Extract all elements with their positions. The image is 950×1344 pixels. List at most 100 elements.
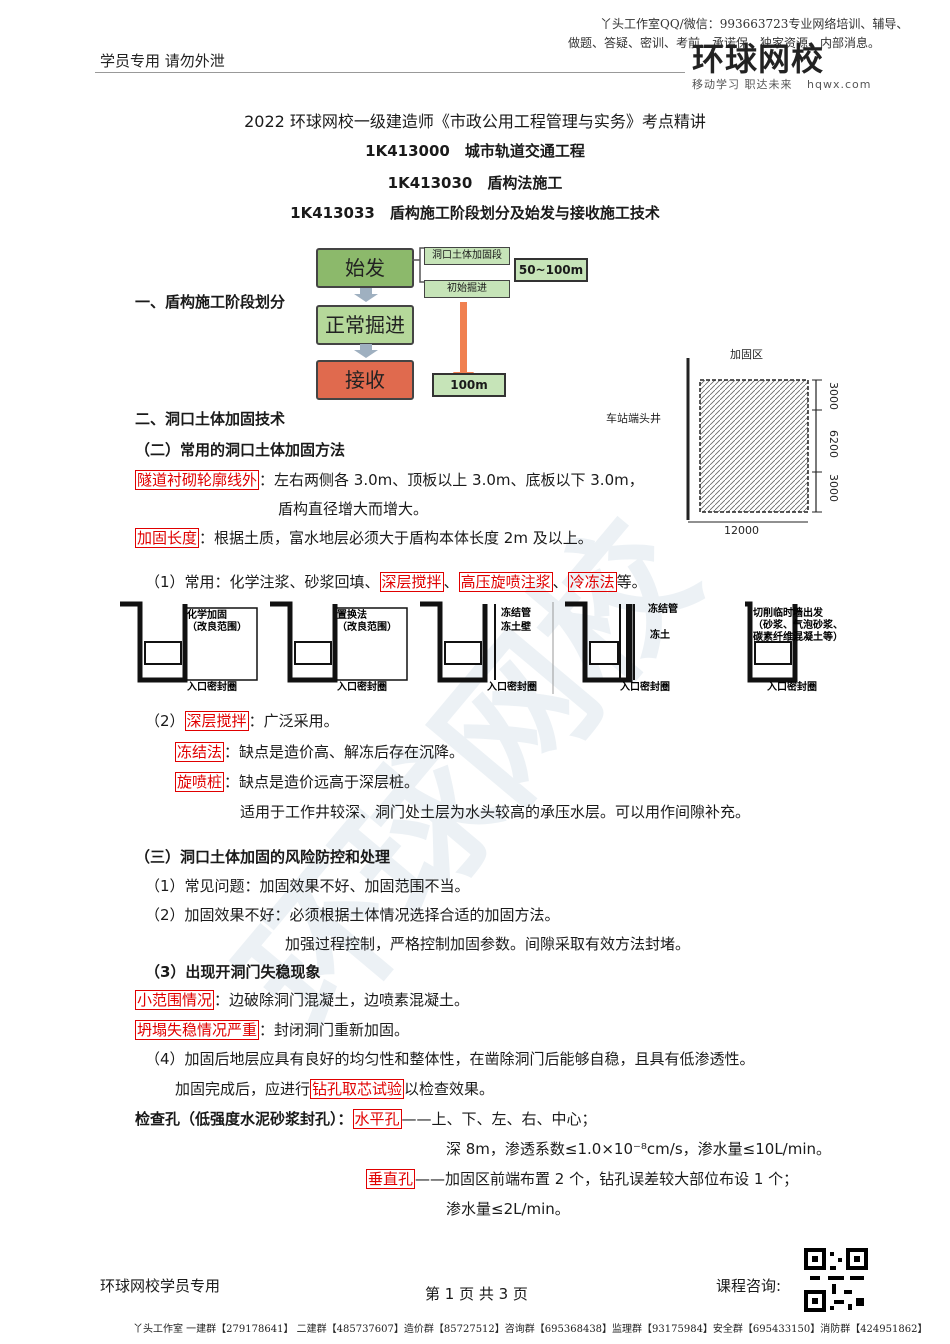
jet-term: 旋喷桩 (175, 772, 225, 792)
method-5-label3: 碳素纤维混凝土等） (753, 630, 843, 643)
method-1-label1: 化学加固 (187, 608, 227, 621)
method-3-seal: 入口密封圈 (487, 680, 537, 693)
dim-mid: 6200 (827, 430, 840, 458)
s3-item1: （1）常见问题：加固效果不好、加固范围不当。 (145, 877, 470, 895)
length-line: 加固长度：根据土质，富水地层必须大于盾构本体长度 2m 及以上。 (135, 527, 593, 549)
method-5-label1: 切削临时墙出发 (753, 606, 824, 619)
scope-term: 隧道衬砌轮廓线外 (135, 470, 260, 490)
small-text: ：边破除洞门混凝土，边喷素混凝土。 (214, 991, 470, 1009)
collapse-text: ：封闭洞门重新加固。 (259, 1021, 410, 1039)
qr-code-icon[interactable] (804, 1248, 868, 1312)
method-5: 切削临时墙出发 （砂浆、气泡砂浆、 碳素纤维混凝土等） 入口密封圈 (745, 601, 843, 693)
method-4-shield (589, 641, 619, 665)
flow-start-box: 始发 (316, 248, 414, 288)
zone-label: 加固区 (730, 348, 763, 361)
method-5-wall (745, 601, 798, 683)
p2-prefix: （2） (145, 712, 185, 730)
dim-top: 3000 (827, 382, 840, 410)
p2-line: （2）深层搅拌：广泛采用。 (145, 710, 339, 732)
freeze-term: 冻结法 (175, 742, 225, 762)
method-1-label2: （改良范围） (187, 620, 247, 633)
section2-subheading: （二）常用的洞口土体加固方法 (135, 441, 346, 459)
method-2-label2: （改良范围） (337, 620, 397, 633)
reinforce-label-box: 洞口土体加固段 (424, 247, 510, 265)
method-4-label2: 冻土 (650, 628, 670, 641)
header-note-line2: 做题、答疑、密训、考前、承诺保、独家资源、内部消息。 (568, 36, 881, 50)
method-4: 冻结管 冻土 入口密封圈 (565, 601, 678, 693)
length-term: 加固长度 (135, 528, 200, 548)
method-3: 冻结管 冻土壁 入口密封圈 (420, 601, 537, 693)
common-sep2: 、 (552, 573, 568, 591)
freeze-line: 冻结法：缺点是造价高、解冻后存在沉降。 (175, 741, 464, 763)
common-prefix: （1）常用：化学注浆、砂浆回填、 (145, 573, 380, 591)
hatched-zone (699, 379, 809, 513)
method-5-seal: 入口密封圈 (767, 680, 817, 693)
initial-label-box: 初始掘进 (424, 280, 510, 298)
horiz-term: 水平孔 (352, 1109, 402, 1129)
logo-url: hqwx.com (807, 78, 872, 91)
reinforce-zone-diagram: 加固区 车站端头井 3000 6200 3000 12000 (606, 348, 840, 537)
method-1: 化学加固 （改良范围） 入口密封圈 (120, 601, 258, 693)
p2-text: ：广泛采用。 (248, 712, 339, 730)
small-line: 小范围情况：边破除洞门混凝土，边喷素混凝土。 (135, 989, 469, 1011)
bracket (412, 247, 424, 283)
method-4-wall (565, 601, 633, 683)
item4b-prefix: 加固完成后，应进行 (175, 1080, 311, 1098)
logo-tagline: 移动学习 职达未来 hqwx.com (692, 76, 871, 92)
method-2-shield (294, 641, 332, 665)
method-4-label1: 冻结管 (648, 602, 678, 615)
vert-line: 垂直孔——加固区前端布置 2 个，钻孔误差较大部位布设 1 个； (366, 1168, 798, 1190)
item4b-term: 钻孔取芯试验 (310, 1079, 405, 1099)
method-1-shield (144, 641, 182, 665)
method-1-seal: 入口密封圈 (187, 680, 237, 693)
vert-term: 垂直孔 (366, 1169, 416, 1189)
header-note-line1: 丫头工作室QQ/微信：993663723专业网络培训、辅导、 (600, 17, 909, 31)
method-2-label1: 置换法 (337, 608, 367, 621)
section3-heading: （三）洞口土体加固的风险防控和处理 (135, 848, 391, 866)
method-3-wall (420, 601, 488, 683)
flow-arrow-1 (354, 288, 378, 302)
method-3-shield (444, 641, 482, 665)
p2-term: 深层搅拌 (184, 711, 249, 731)
method-5-shield (754, 641, 792, 665)
footer-consult: 课程咨询: (716, 1277, 782, 1295)
common-deep-mix: 深层搅拌 (379, 572, 444, 592)
check-line: 检查孔（低强度水泥砂浆封孔）：水平孔——上、下、左、右、中心； (135, 1108, 597, 1130)
jet-text: ：缺点是造价远高于深层桩。 (224, 773, 420, 791)
header-divider (95, 72, 685, 73)
flow-arrow-2 (354, 344, 378, 358)
horiz-text: ——上、下、左、右、中心； (401, 1110, 597, 1128)
method-2-zone (334, 607, 408, 681)
receive-length-box: 100m (432, 373, 506, 397)
method-3-label2: 冻土壁 (501, 620, 531, 633)
dim-bottom: 3000 (827, 474, 840, 502)
range-box: 50~100m (514, 258, 588, 282)
method-3-label1: 冻结管 (501, 606, 531, 619)
method-4-seal: 入口密封圈 (620, 680, 670, 693)
common-sep1: 、 (443, 573, 459, 591)
jet-line: 旋喷桩：缺点是造价远高于深层桩。 (175, 771, 419, 793)
apply-line: 适用于工作井较深、洞门处土层为水头较高的承压水层。可以用作间隙补充。 (240, 803, 751, 821)
s3-item2a: （2）加固效果不好：必须根据土体情况选择合适的加固方法。 (145, 906, 560, 924)
scope-text: ：左右两侧各 3.0m、顶板以上 3.0m、底板以下 3.0m， (259, 471, 644, 489)
section2-heading: 二、洞口土体加固技术 (135, 410, 286, 428)
footer-left: 环球网校学员专用 (100, 1277, 221, 1295)
common-suffix: 等。 (616, 573, 647, 591)
common-freeze: 冷冻法 (567, 572, 617, 592)
vert-text: ——加固区前端布置 2 个，钻孔误差较大部位布设 1 个； (415, 1170, 799, 1188)
bottom-ad-bar: 丫头工作室 一建群【279178641】 二建群【485737607】造价群【8… (133, 1324, 928, 1335)
vert-line2: 渗水量≤2L/min。 (446, 1200, 570, 1218)
method-1-zone (184, 607, 258, 681)
collapse-term: 坍塌失稳情况严重 (135, 1020, 260, 1040)
header-confidential: 学员专用 请勿外泄 (100, 52, 225, 70)
footer-page: 第 1 页 共 3 页 (425, 1285, 528, 1303)
collapse-line: 坍塌失稳情况严重：封闭洞门重新加固。 (135, 1019, 409, 1041)
topic-title: 1K413033 盾构施工阶段划分及始发与接收施工技术 (290, 204, 660, 222)
freeze-text: ：缺点是造价高、解冻后存在沉降。 (224, 743, 465, 761)
orange-shaft (460, 302, 467, 374)
flow-end-box: 接收 (316, 360, 414, 400)
horiz-line2: 深 8m，渗透系数≤1.0×10⁻⁸cm/s，渗水量≤10L/min。 (446, 1140, 832, 1158)
section1-heading: 一、盾构施工阶段划分 (135, 293, 286, 311)
common-methods-line: （1）常用：化学注浆、砂浆回填、深层搅拌、高压旋喷注浆、冷冻法等。 (145, 571, 647, 593)
length-text: ：根据土质，富水地层必须大于盾构本体长度 2m 及以上。 (199, 529, 593, 547)
